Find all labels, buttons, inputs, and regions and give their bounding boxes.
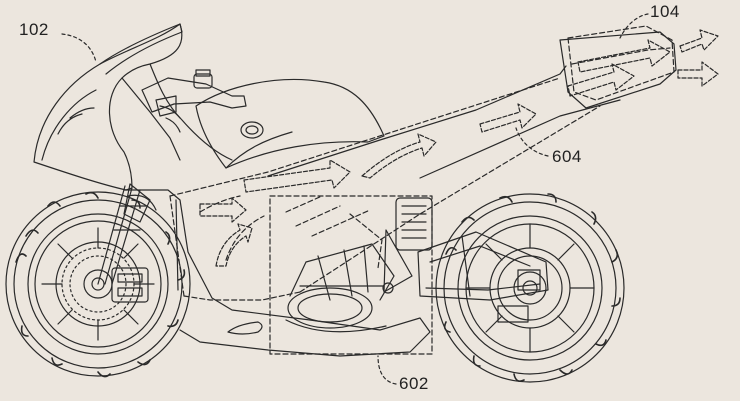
leader-104 (619, 13, 649, 39)
arrow-1 (199, 197, 247, 223)
arrow-9 (677, 61, 719, 87)
tail-section (267, 31, 677, 179)
arrow-6 (567, 63, 635, 97)
leader-102 (61, 33, 97, 63)
airflow-duct (169, 77, 601, 301)
intake-region-box (269, 195, 433, 355)
front-fairing (33, 23, 233, 191)
front-brake-disc (41, 227, 155, 341)
rear-hub (465, 223, 595, 353)
swingarm (417, 231, 549, 301)
arrow-4 (361, 133, 437, 179)
arrow-8 (679, 29, 719, 53)
reference-label-604: 604 (552, 147, 582, 166)
leader-602 (377, 355, 397, 385)
fuel-tank (195, 78, 385, 169)
leader-lines (61, 13, 649, 385)
front-fork (97, 183, 157, 285)
arrow-5 (479, 103, 537, 133)
arrow-3 (243, 159, 351, 193)
flow-arrows (199, 29, 719, 267)
reference-label-102: 102 (19, 20, 49, 39)
handlebar (141, 69, 247, 117)
arrow-2 (215, 223, 253, 267)
front-brake-caliper (111, 267, 149, 303)
reference-label-104: 104 (650, 2, 680, 21)
front-wheel (5, 191, 191, 378)
rear-wheel (435, 193, 625, 383)
windscreen (99, 23, 183, 75)
reference-label-602: 602 (399, 374, 429, 393)
leader-604 (515, 127, 549, 157)
rear-shock (382, 197, 433, 294)
arrow-7 (577, 39, 671, 73)
